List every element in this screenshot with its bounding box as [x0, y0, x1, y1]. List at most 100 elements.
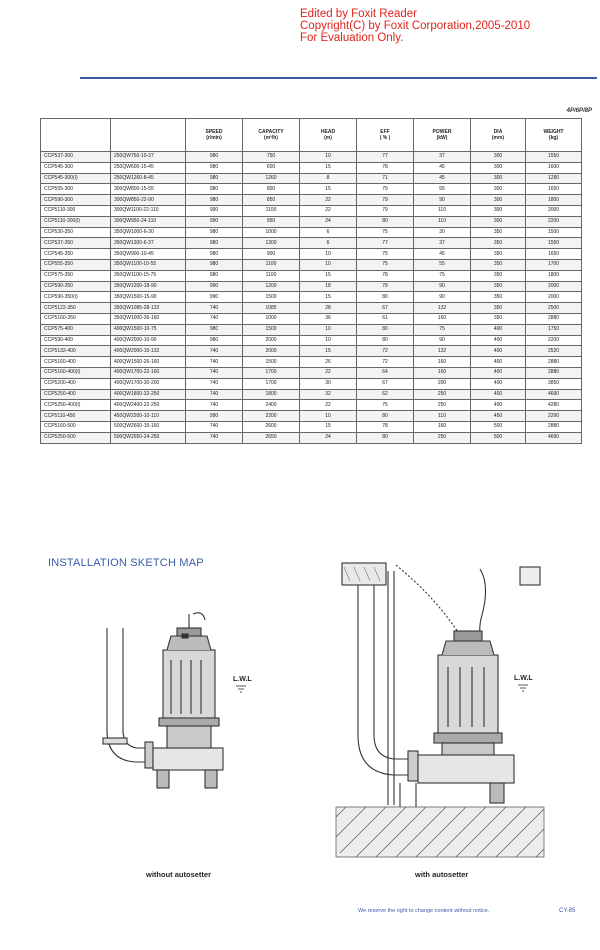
value-cell: 79 — [356, 183, 414, 196]
pump-type-cell: 250QW600-15-45 — [110, 161, 186, 174]
value-cell: 740 — [185, 366, 243, 379]
value-cell: 500 — [470, 431, 526, 444]
watermark-line-2: Copyright(C) by Foxit Corporation,2005-2… — [300, 20, 531, 32]
value-cell: 450 — [470, 410, 526, 422]
value-cell: 740 — [185, 302, 243, 314]
value-cell: 22 — [299, 194, 357, 206]
value-cell: 600 — [242, 161, 300, 174]
value-cell: 2000 — [525, 291, 582, 304]
value-cell: 990 — [185, 215, 243, 228]
value-cell: 1550 — [525, 237, 582, 250]
installation-sketch-title: INSTALLATION SKETCH MAP — [48, 557, 204, 569]
value-cell: 980 — [185, 161, 243, 174]
value-cell: 740 — [185, 399, 243, 412]
pump-type-cell: 400QW1700-30-200 — [110, 377, 186, 390]
value-cell: 71 — [356, 172, 414, 185]
model-cell: CCP545-300 — [40, 161, 111, 174]
value-cell: 350 — [470, 291, 526, 304]
value-cell: 740 — [185, 356, 243, 368]
value-cell: 2880 — [525, 312, 582, 325]
value-cell: 2200 — [525, 334, 582, 347]
value-cell: 78 — [356, 280, 414, 293]
table-header-cell: WEIGHT(kg) — [525, 118, 582, 152]
table-header-cell: CAPACITY(m³/h) — [242, 118, 300, 152]
value-cell: 1700 — [525, 258, 582, 271]
value-cell: 980 — [185, 269, 243, 282]
header-label: EFF — [380, 129, 390, 135]
value-cell: 75 — [356, 226, 414, 239]
header-label: HEAD — [320, 129, 336, 135]
header-unit: (r/min) — [206, 135, 222, 141]
model-cell: CCP545-350 — [40, 248, 111, 260]
model-cell: CCP590-350(I) — [40, 291, 111, 304]
value-cell: 350 — [470, 280, 526, 293]
value-cell: 2520 — [525, 345, 582, 358]
value-cell: 2400 — [242, 399, 300, 412]
value-cell: 8 — [299, 172, 357, 185]
value-cell: 1100 — [242, 269, 300, 282]
lwl-label-right: L.W.L — [514, 675, 533, 682]
value-cell: 400 — [470, 377, 526, 390]
table-header-cell: HEAD(m) — [299, 118, 357, 152]
value-cell: 37 — [413, 237, 471, 250]
value-cell: 980 — [185, 237, 243, 250]
value-cell: 500 — [470, 420, 526, 433]
value-cell: 15 — [299, 345, 357, 358]
pump-type-cell: 400QW2000-15-132 — [110, 345, 186, 358]
value-cell: 1750 — [525, 323, 582, 336]
value-cell: 110 — [413, 215, 471, 228]
sketch-with-autosetter: L.W.L — [335, 562, 545, 858]
specification-table: SPEED(r/min)CAPACITY(m³/h)HEAD(m)EFF( % … — [40, 118, 582, 444]
value-cell: 15 — [299, 183, 357, 196]
pump-type-cell: 350QW1000-6-30 — [110, 226, 186, 239]
value-cell: 1700 — [242, 377, 300, 390]
model-cell: CCP545-300(I) — [40, 172, 111, 185]
value-cell: 400 — [470, 323, 526, 336]
value-cell: 1650 — [525, 248, 582, 260]
value-cell: 90 — [413, 194, 471, 206]
model-cell: CCP590-350 — [40, 280, 111, 293]
value-cell: 77 — [356, 151, 414, 163]
model-cell: CCP555-300 — [40, 183, 111, 196]
model-cell: CCP537-350 — [40, 237, 111, 250]
value-cell: 300 — [470, 215, 526, 228]
model-cell: CCP5160-400 — [40, 356, 111, 368]
value-cell: 79 — [356, 204, 414, 217]
value-cell: 160 — [413, 366, 471, 379]
value-cell: 2600 — [242, 420, 300, 433]
model-cell: CCP5122-350 — [40, 302, 111, 314]
value-cell: 200 — [413, 377, 471, 390]
table-header-cell: POWER(kW) — [413, 118, 471, 152]
footer-notice: We reserve the right to change content w… — [358, 908, 490, 914]
model-cell: CCP575-400 — [40, 323, 111, 336]
value-cell: 80 — [356, 334, 414, 347]
value-cell: 350 — [470, 237, 526, 250]
value-cell: 80 — [356, 323, 414, 336]
value-cell: 800 — [242, 183, 300, 196]
header-label: POWER — [432, 129, 452, 135]
poles-label: 4P/6P/8P — [566, 108, 592, 114]
value-cell: 75 — [356, 258, 414, 271]
pump-type-cell: 400QW2000-10-90 — [110, 334, 186, 347]
pump-type-cell: 350QW1000-36-160 — [110, 312, 186, 325]
value-cell: 1085 — [242, 302, 300, 314]
value-cell: 1600 — [525, 161, 582, 174]
value-cell: 950 — [242, 215, 300, 228]
value-cell: 250 — [413, 388, 471, 401]
value-cell: 300 — [470, 183, 526, 196]
value-cell: 55 — [413, 183, 471, 196]
caption-without-autosetter: without autosetter — [146, 870, 211, 879]
value-cell: 250 — [413, 431, 471, 444]
value-cell: 6 — [299, 237, 357, 250]
value-cell: 80 — [356, 410, 414, 422]
